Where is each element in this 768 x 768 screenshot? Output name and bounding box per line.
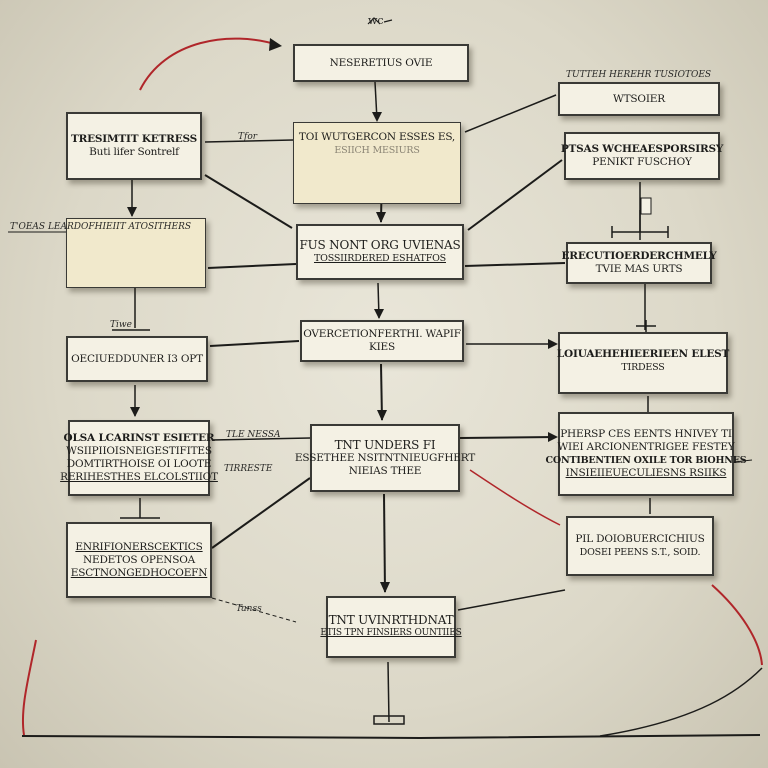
- node-l3-line-1: OECIUEDDUNER I3 OPT: [71, 352, 203, 365]
- node-r3: ERECUTIOERDERCHMELY TVIE MAS URTS: [562, 242, 717, 284]
- node-c4-line-2: ESSETHEE NSITNTNIEUGFHERT: [294, 451, 476, 464]
- node-r6-line-1: PIL DOIOBUERCICHIUS: [575, 533, 705, 545]
- node-l4-line-3: DOMTIRTHOISE OI LOOTE: [66, 458, 212, 470]
- node-tr2-line-2: PENIKT FUSCHOY: [592, 156, 692, 168]
- node-r5: PHERSP CES EENTS HNIVEY TI WIEI ARCIONEN…: [546, 412, 747, 496]
- node-top-line-1: NESERETIUS OVIE: [329, 56, 433, 69]
- bottom-frame-line: [21, 734, 761, 740]
- line-tl1-diag: [204, 174, 293, 229]
- node-c1-line-2: ESIICH MESIURS: [334, 145, 420, 156]
- node-c4: TNT UNDERS FI ESSETHEE NSITNTNIEUGFHERT …: [295, 424, 475, 492]
- node-l4: OLSA LCARINST ESIETER WSIIPIIOISNEIGESTI…: [60, 420, 218, 496]
- red-accent-curve-top: [139, 37, 279, 91]
- node-r5-line-1: PHERSP CES EENTS HNIVEY TI: [560, 428, 732, 440]
- mark-tr2-small-box: [640, 197, 652, 215]
- mark-tr2-to-r3: [611, 210, 669, 238]
- node-l4-line-4: RERIHESTHES ELCOLSTIIOT: [60, 471, 218, 483]
- node-tr2: PTSAS WCHEAESPORSIRSY PENIKT FUSCHOY: [560, 132, 724, 180]
- line-c2-to-tr2: [467, 159, 563, 231]
- node-top: NESERETIUS OVIE: [293, 44, 469, 82]
- node-l5-line-2: NEDETOS OPENSOA: [83, 553, 195, 566]
- line-l4-to-c4: [211, 437, 311, 441]
- node-r4-line-2: TIRDESS: [621, 362, 665, 373]
- red-accent-curve-bottom-right: [711, 584, 763, 666]
- node-l4-line-2: WSIIPIIOISNEIGESTIFITES: [66, 445, 212, 457]
- node-tl1: TRESIMTIT KETRESS Buti lifer Sontrelf: [66, 112, 202, 180]
- node-c3: OVERCETIONFERTHI. WAPIF KIES: [300, 320, 464, 362]
- red-accent-curve-bottom-left: [21, 639, 37, 736]
- node-c2: FUS NONT ORG UVIENAS TOSSIIRDERED ESHATF…: [296, 224, 464, 280]
- label-tl1-c1: Tfor: [238, 132, 258, 142]
- line-l3-to-c3: [209, 340, 300, 347]
- node-tr2-line-1: PTSAS WCHEAESPORSIRSY: [560, 143, 724, 155]
- scribble-top: [367, 17, 393, 25]
- arrowhead-c5: [380, 582, 390, 593]
- node-l5-line-3: ESCTNONGEDHOCOEFN: [70, 566, 208, 579]
- node-c5: TNT UVINRTHDNAT ETIS TPN FINSIERS OUNTII…: [320, 596, 462, 658]
- node-r5-line-4: INSIEIIEUECULIESNS RSIIKS: [565, 467, 727, 479]
- arrowhead-r5: [548, 432, 558, 442]
- label-tr1-top: TUTTEH HEREHR TUSIOTOES: [566, 70, 712, 80]
- node-r3-line-1: ERECUTIOERDERCHMELY: [561, 250, 717, 262]
- node-tl1-line-1: TRESIMTIT KETRESS: [70, 133, 198, 145]
- node-l5-line-1: ENRIFIONERSCEKTICS: [75, 540, 203, 553]
- title-mark: wc: [368, 14, 384, 27]
- line-l5-to-c5: [211, 597, 297, 623]
- node-c5-line-1: TNT UVINRTHDNAT: [328, 613, 454, 627]
- label-l5-c5: Tanss: [236, 604, 262, 614]
- node-c1: TOI WUTGERCON ESSES ES, ESIICH MESIURS: [293, 122, 461, 204]
- line-tl1-to-c1: [204, 139, 294, 143]
- arrowhead-l4: [130, 407, 140, 417]
- label-l4-c4-lower: TIRRESTE: [224, 464, 273, 474]
- node-c4-line-3: NIEIAS THEE: [348, 464, 422, 477]
- node-r4: LOIUAEHEHIEERIEEN ELEST TIRDESS: [556, 332, 730, 394]
- node-tr1-line-1: WTSOIER: [613, 92, 665, 105]
- node-ml1: [66, 218, 206, 288]
- arrowhead-c2: [376, 212, 386, 223]
- label-l4-c4: TLE NESSA: [226, 430, 281, 440]
- line-l5-to-c4: [211, 477, 311, 549]
- node-c5-line-2: ETIS TPN FINSIERS OUNTIIES: [320, 628, 462, 638]
- arrowhead-c4: [377, 410, 387, 421]
- arrowhead-c3: [374, 309, 384, 319]
- arrowhead-c1: [372, 112, 382, 122]
- node-c2-line-2: TOSSIIRDERED ESHATFOS: [313, 253, 446, 264]
- node-r6-line-2: DOSEI PEENS S.T., SOID.: [579, 547, 701, 558]
- line-c4-to-r5: [459, 436, 557, 439]
- node-tl1-line-2: Buti lifer Sontrelf: [89, 146, 179, 158]
- arrowhead-r4: [548, 339, 558, 349]
- node-c3-line-2: KIES: [368, 341, 396, 353]
- node-c4-line-1: TNT UNDERS FI: [334, 437, 436, 452]
- node-l4-line-1: OLSA LCARINST ESIETER: [63, 432, 215, 444]
- node-l5: ENRIFIONERSCEKTICS NEDETOS OPENSOA ESCTN…: [66, 522, 212, 598]
- line-c5-to-r6: [457, 589, 566, 611]
- red-accent-curve-mid-right: [469, 469, 561, 526]
- line-c1-to-tr1: [464, 94, 557, 133]
- line-c5-to-bottom: [387, 661, 390, 723]
- label-l3-top: Tiwe: [110, 320, 132, 330]
- arrowhead-ml1: [127, 207, 137, 217]
- line-c2-to-r3: [464, 262, 566, 267]
- line-right-edge-r5: [733, 459, 753, 463]
- bottom-marker: [373, 715, 405, 725]
- node-c2-line-1: FUS NONT ORG UVIENAS: [299, 238, 461, 252]
- node-c3-line-1: OVERCETIONFERTHI. WAPIF: [303, 328, 461, 340]
- node-r5-line-2: WIEI ARCIONENTRIGEE FESTEY: [557, 441, 735, 453]
- node-c1-line-1: TOI WUTGERCON ESSES ES,: [298, 131, 456, 143]
- node-l3: OECIUEDDUNER I3 OPT: [66, 336, 208, 382]
- mark-r3-to-r4: [636, 320, 656, 332]
- arrowhead-red-top: [269, 38, 282, 51]
- node-r4-line-1: LOIUAEHEHIEERIEEN ELEST: [556, 348, 730, 360]
- node-r5-line-3: CONTIBENTIEN OXILE TOR BIOHNES: [545, 455, 747, 466]
- arrow-c4-to-c5: [383, 493, 386, 593]
- node-r6: PIL DOIOBUERCICHIUS DOSEI PEENS S.T., SO…: [566, 516, 714, 576]
- label-ml1-top: T'OEAS LEARDOFHIEIIT ATOSITHERS: [10, 222, 192, 232]
- bottom-right-frame-line: [599, 667, 763, 737]
- node-r3-line-2: TVIE MAS URTS: [595, 263, 683, 275]
- line-ml1-to-c2: [207, 263, 297, 269]
- node-tr1: WTSOIER: [558, 82, 720, 116]
